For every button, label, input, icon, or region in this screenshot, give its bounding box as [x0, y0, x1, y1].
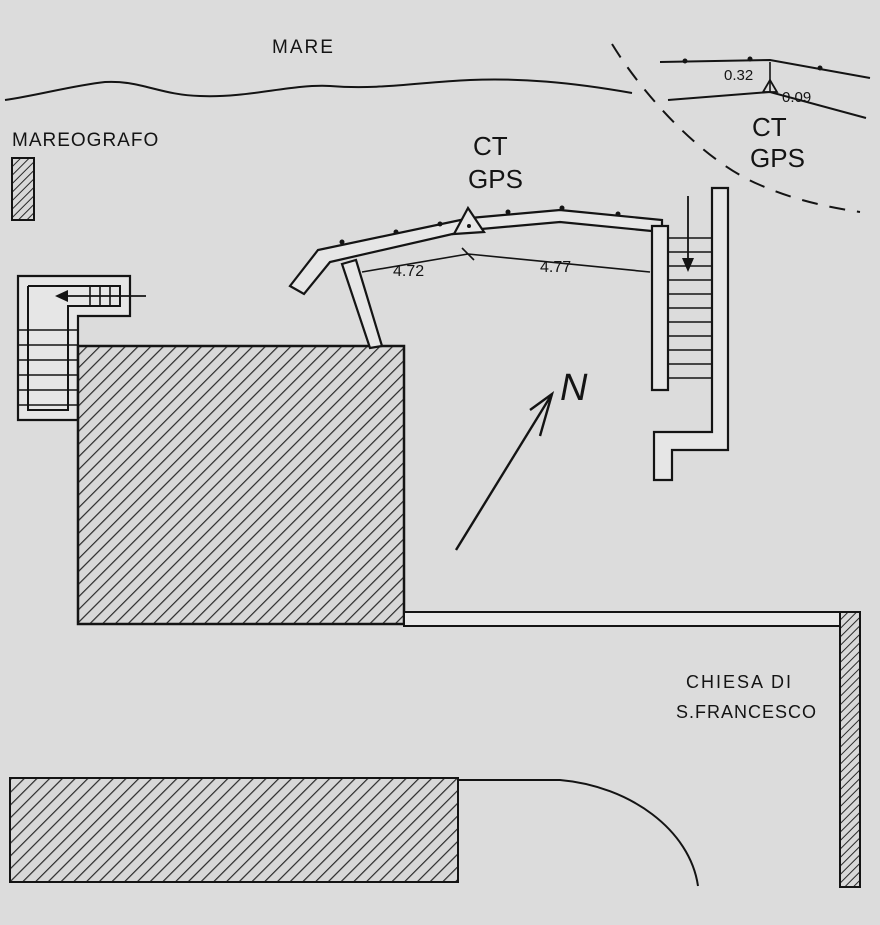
- ct-label-right: CT: [752, 112, 787, 142]
- dimension-lines: [361, 247, 651, 273]
- north-label: N: [560, 367, 588, 409]
- walkway: [403, 611, 841, 627]
- church-wall: [839, 611, 861, 888]
- height-upper-label: 0.32: [724, 67, 753, 84]
- sea-label: MARE: [272, 37, 335, 58]
- gps-label-right: GPS: [750, 143, 805, 173]
- ct-label-main: CT: [473, 131, 508, 161]
- tide-gauge-label: MAREOGRAFO: [12, 130, 159, 151]
- bottom-building: [9, 777, 459, 883]
- right-staircase: [668, 196, 712, 379]
- distance-left-label: 4.72: [393, 263, 424, 280]
- ct-gps-marker: [452, 205, 486, 236]
- north-arrow: [454, 390, 555, 551]
- road-curve: [458, 779, 699, 887]
- coastline: [4, 78, 633, 101]
- gps-label-main: GPS: [468, 164, 523, 194]
- left-staircase: [16, 274, 146, 422]
- right-breakwater: [659, 56, 871, 119]
- church-label-1: CHIESA DI: [686, 672, 793, 692]
- main-building: [76, 344, 406, 626]
- height-lower-label: 0.09: [782, 89, 811, 106]
- distance-right-label: 4.77: [540, 259, 571, 276]
- church-label-2: S.FRANCESCO: [676, 702, 817, 722]
- tide-gauge-block: [11, 157, 35, 221]
